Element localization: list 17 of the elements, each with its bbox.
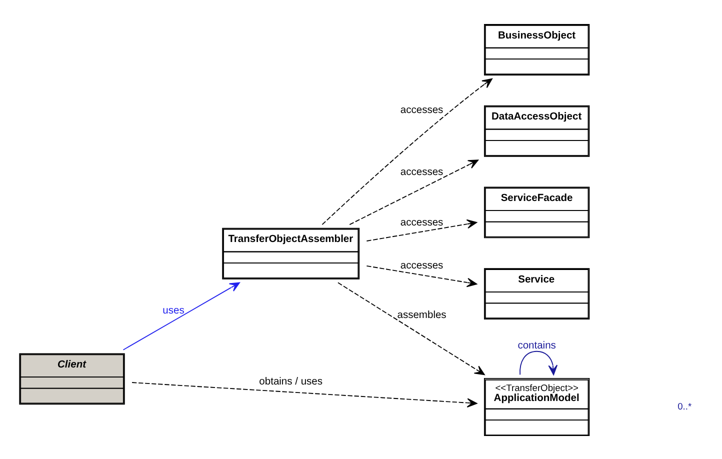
- edge-label: accesses: [400, 216, 444, 228]
- edge-label: uses: [162, 304, 184, 316]
- arrow: [366, 218, 478, 241]
- arrow: [122, 282, 240, 350]
- edge-label: contains: [518, 340, 556, 351]
- arrow: [322, 78, 492, 225]
- edge-label: obtains / uses: [259, 376, 323, 387]
- edge-label: accesses: [400, 104, 444, 116]
- edge-label: accesses: [400, 166, 444, 178]
- arrow: [132, 382, 478, 408]
- arrow: [338, 282, 485, 375]
- arrow: [520, 350, 558, 375]
- edge-label: assembles: [397, 309, 446, 320]
- edge-label: accesses: [400, 260, 444, 271]
- label: 0..*: [678, 400, 692, 411]
- arrow: [349, 159, 478, 225]
- arrow: [366, 264, 478, 287]
